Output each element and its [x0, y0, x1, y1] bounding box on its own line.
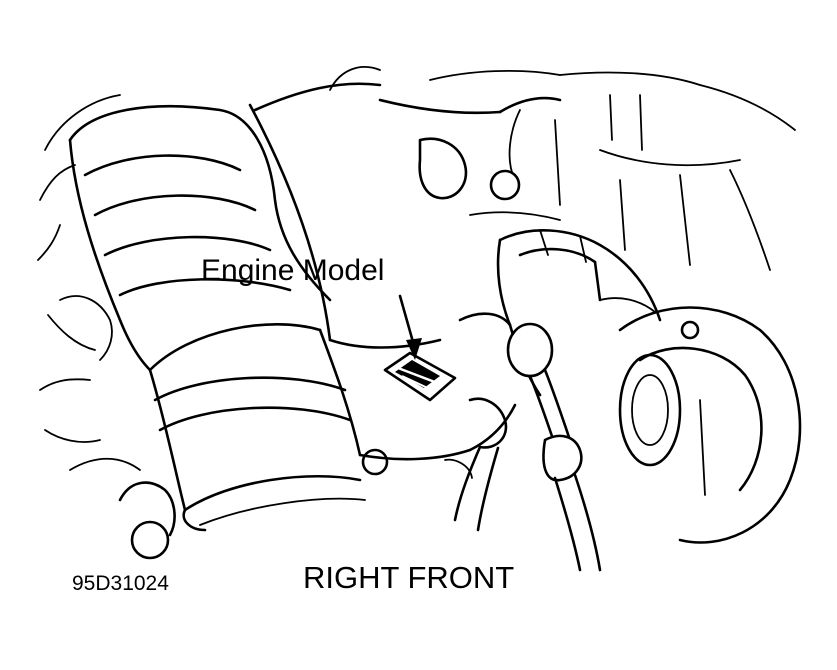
callout-arrow: [398, 294, 422, 360]
linkage-rod: [444, 322, 602, 572]
engine-bay-background: [37, 66, 796, 471]
view-caption: RIGHT FRONT: [303, 560, 515, 595]
engine-model-label: Engine Model: [201, 254, 385, 287]
alternator-pulley: [599, 297, 802, 544]
intake-hose: [47, 104, 389, 560]
figure-id: 95D31024: [72, 572, 169, 595]
engine-model-plate: [383, 351, 457, 402]
